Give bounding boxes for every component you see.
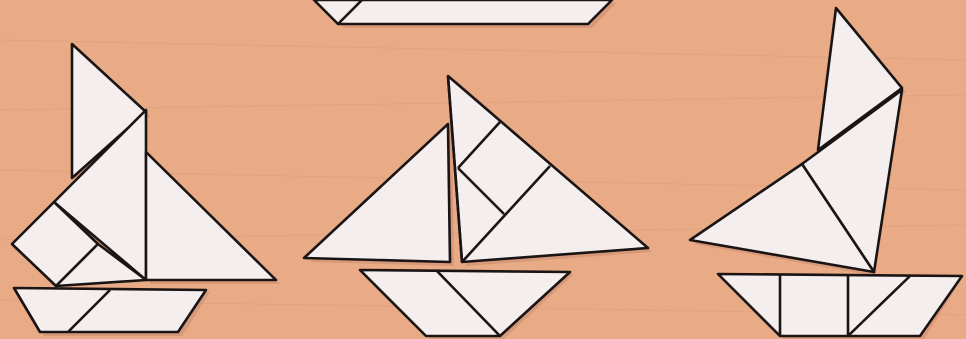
sail-right-triangle xyxy=(146,152,276,280)
sailboat-left xyxy=(12,44,280,336)
top-partial-shape xyxy=(314,0,616,28)
sailboat-right xyxy=(690,8,962,339)
sail-left-triangle xyxy=(304,124,450,262)
hull-parallelogram xyxy=(14,288,206,332)
hull-shape xyxy=(718,274,962,336)
sailboat-middle xyxy=(304,76,652,339)
